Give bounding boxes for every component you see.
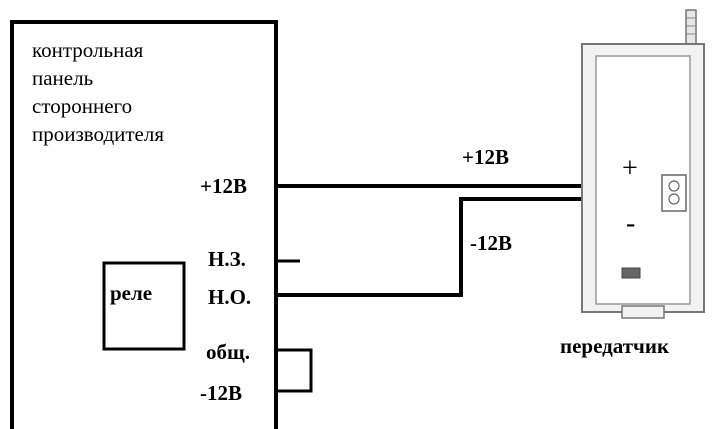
transmitter: + - [581,9,705,319]
minus12-wire [276,197,678,297]
transmitter-latch [621,305,665,319]
minus12-wire-label: -12В [470,231,512,255]
terminal-nc-label: Н.З. [208,247,246,271]
terminal-common-label: общ. [206,340,250,364]
plus12-wire-label: +12В [462,145,509,169]
transmitter-terminal-block [661,174,687,212]
transmitter-minus-mark: - [626,208,635,239]
panel-title-line-1: контрольная [32,38,144,62]
panel-title-line-4: производителя [32,122,164,146]
terminal-plus12-label: +12В [200,174,247,198]
panel-title-line-2: панель [32,66,93,90]
control-panel-outline [10,20,278,429]
panel-title-line-3: стороннего [32,94,132,118]
transmitter-switch [621,267,641,279]
transmitter-plus-mark: + [622,153,638,184]
terminal-no-label: Н.О. [208,285,251,309]
relay-box [102,261,186,351]
transmitter-label: передатчик [560,334,670,358]
terminal-minus12-label: -12В [200,381,242,405]
relay-label: реле [110,281,152,305]
common-minus-jumper [276,348,313,393]
